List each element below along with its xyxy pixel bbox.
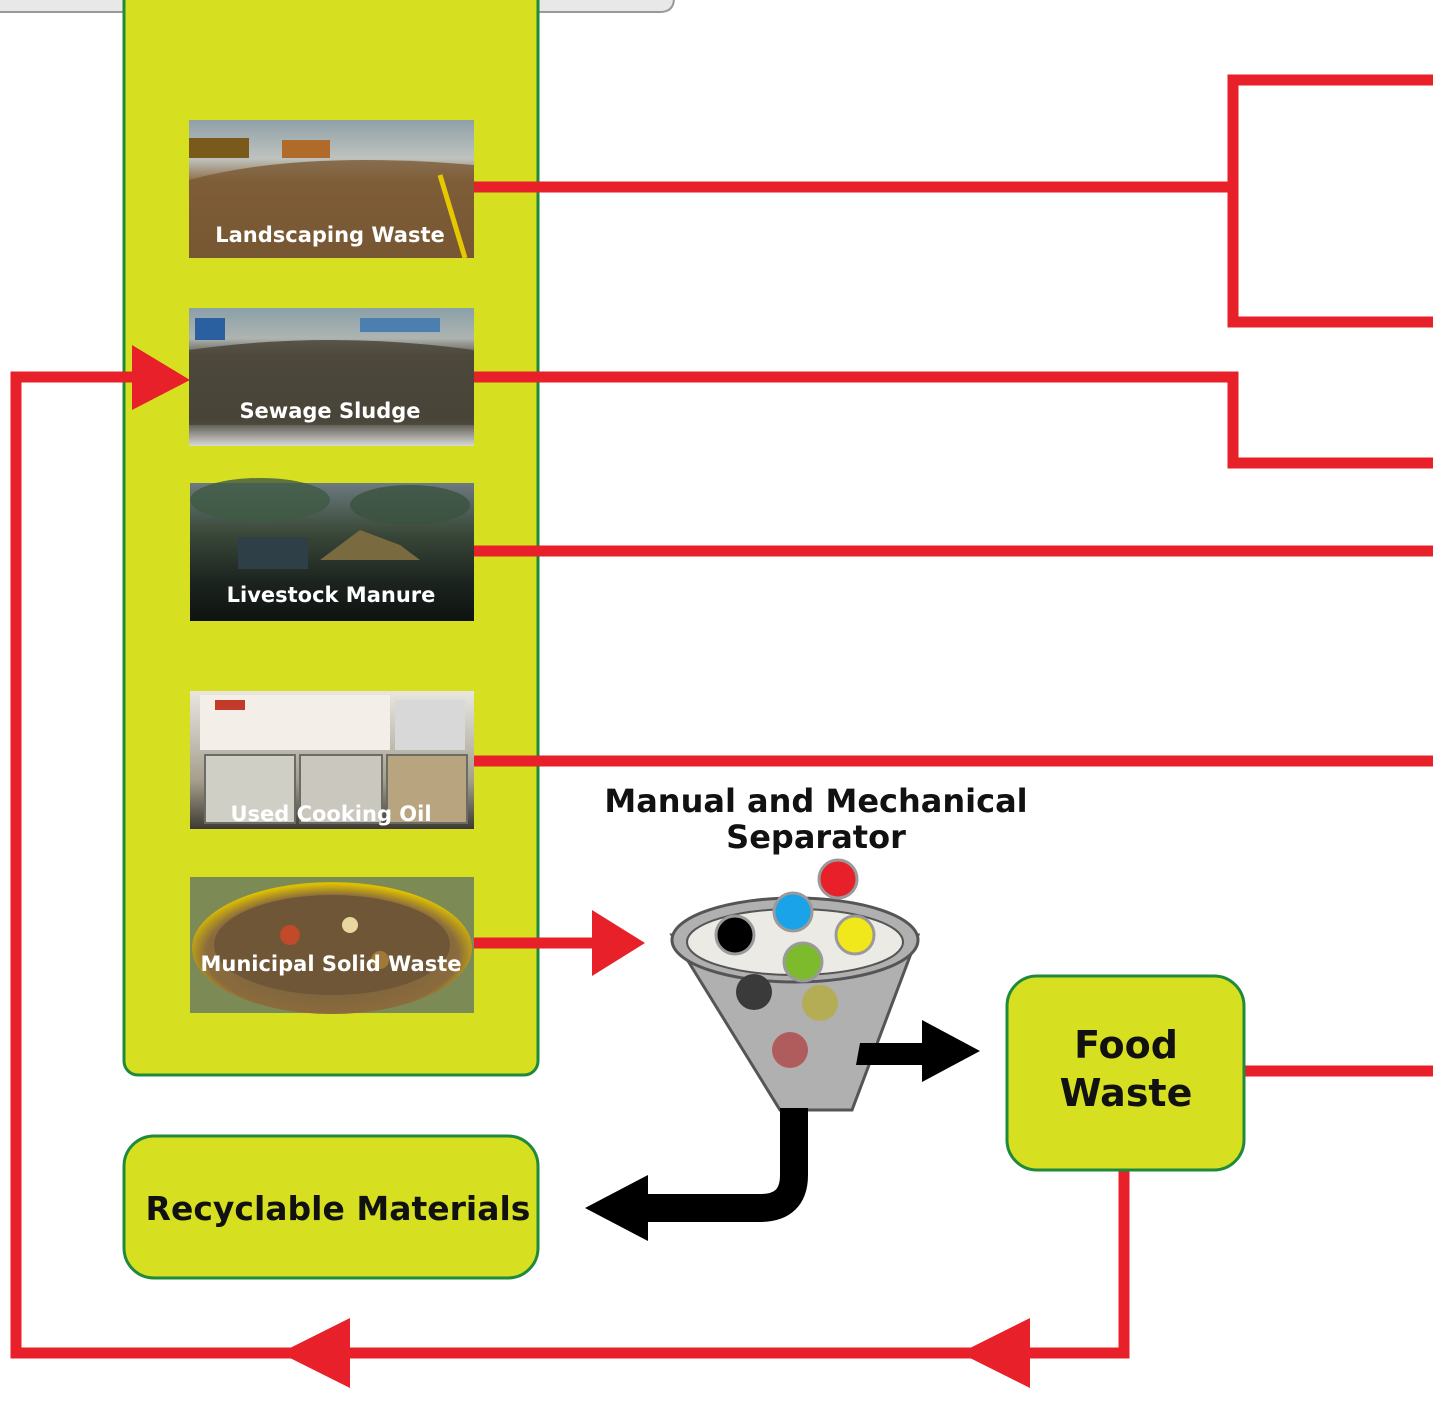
bracket-landscaping	[1227, 74, 1433, 328]
photo-landscaping: Landscaping Waste	[189, 120, 474, 259]
recyclable-box: Recyclable Materials	[122, 1134, 540, 1280]
ball-blue	[772, 891, 814, 933]
label-oil: Used Cooking Oil	[230, 802, 431, 826]
ball-black	[714, 914, 756, 956]
ball-rose	[772, 1032, 808, 1068]
ball-green	[782, 941, 824, 983]
black-arrows	[585, 1020, 980, 1241]
arrowhead-return-2	[280, 1318, 350, 1388]
ball-yellow	[834, 914, 876, 956]
arrow-to-recyclable-head	[585, 1175, 648, 1241]
photo-manure: Livestock Manure	[190, 478, 474, 621]
recyclable-label: Recyclable Materials	[146, 1189, 531, 1228]
separator-funnel	[669, 858, 921, 1112]
ball-red	[817, 858, 859, 900]
arrowhead-into-sludge	[132, 345, 190, 410]
food-waste-line2: Waste	[1060, 1071, 1193, 1115]
sorting-balls	[714, 858, 876, 1068]
food-waste-box: Food Waste	[1005, 974, 1246, 1172]
photo-oil: Used Cooking Oil	[190, 691, 474, 829]
photo-sludge: Sewage Sludge	[189, 308, 474, 446]
separator-title-line2: Separator	[726, 818, 906, 856]
label-msw: Municipal Solid Waste	[200, 952, 461, 976]
line-sludge	[474, 371, 1433, 469]
arrow-to-recyclable-shaft	[640, 1108, 808, 1222]
red-arrowheads	[132, 345, 1030, 1388]
arrowhead-into-separator	[592, 910, 645, 976]
ball-dark-gray	[736, 974, 772, 1010]
flow-lines	[10, 74, 1433, 1359]
label-manure: Livestock Manure	[227, 583, 436, 607]
separator-title-line1: Manual and Mechanical	[604, 782, 1027, 820]
ball-olive	[802, 985, 838, 1021]
arrow-to-food-waste	[856, 1020, 980, 1082]
separator-title: Manual and Mechanical Separator	[604, 782, 1027, 856]
line-return-loop	[10, 371, 1130, 1359]
photo-msw: Municipal Solid Waste	[190, 877, 474, 1014]
food-waste-line1: Food	[1074, 1023, 1178, 1067]
arrowhead-return-1	[960, 1318, 1030, 1388]
label-landscaping: Landscaping Waste	[215, 223, 445, 247]
label-sludge: Sewage Sludge	[239, 399, 420, 423]
